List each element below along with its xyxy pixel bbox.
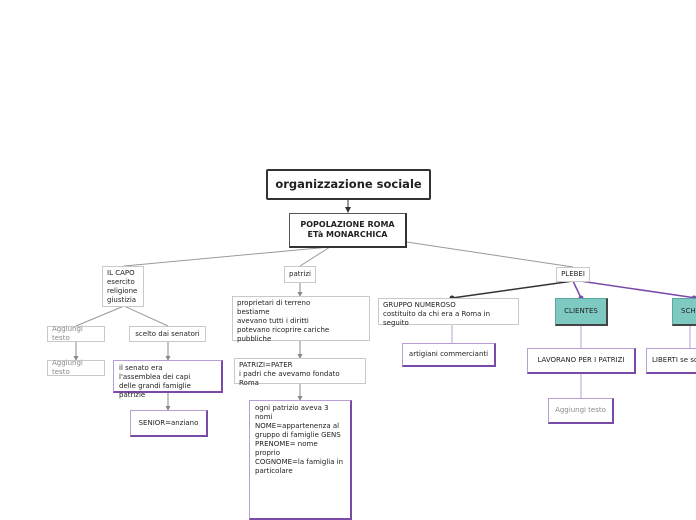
node-lavorano[interactable]: LAVORANO PER I PATRIZI: [527, 348, 636, 374]
node-patrizi-pater[interactable]: PATRIZI=PATER i padri che avevamo fondat…: [234, 358, 366, 387]
link-plebei-clientes: [572, 280, 582, 299]
root-topic[interactable]: organizzazione sociale: [266, 169, 431, 200]
node-plebei[interactable]: PLEBEI: [556, 267, 590, 282]
link-main-ilcapo: [123, 246, 331, 267]
node-il-senato[interactable]: il senato era l'assemblea dei capi delle…: [113, 360, 223, 399]
node-proprietari[interactable]: proprietari di terreno bestiame avevano …: [232, 296, 370, 343]
link-ilcapo-aggiungi: [75, 305, 125, 327]
link-main-plebei: [399, 240, 574, 268]
link-plebei-schiavi: [579, 280, 696, 299]
node-liberti[interactable]: LIBERTI se sch: [646, 348, 696, 374]
node-il-capo[interactable]: IL CAPO esercito religione giustizia: [102, 266, 144, 307]
node-aggiungi-testo-1[interactable]: Aggiungi testo: [47, 325, 105, 342]
link-main-patrizi: [299, 246, 331, 267]
node-aggiungi-testo-3[interactable]: Aggiungi testo: [548, 398, 614, 424]
node-schiavi[interactable]: SCHIAVI: [672, 298, 696, 326]
node-aggiungi-testo-2[interactable]: Aggiungi testo: [47, 359, 105, 376]
node-artigiani[interactable]: artigiani commercianti: [402, 343, 496, 367]
link-plebei-gruppo: [451, 280, 574, 299]
node-clientes[interactable]: CLIENTES: [555, 298, 608, 326]
main-topic[interactable]: POPOLAZIONE ROMA ETà MONARCHICA: [289, 213, 407, 248]
node-gruppo-numeroso[interactable]: GRUPPO NUMEROSO costituito da chi era a …: [378, 298, 519, 327]
node-scelto-dai-senatori[interactable]: scelto dai senatori: [129, 326, 206, 342]
link-ilcapo-scelto: [123, 305, 169, 327]
node-ogni-patrizio[interactable]: ogni patrizio aveva 3 nomi NOME=apparten…: [249, 400, 352, 520]
node-patrizi[interactable]: patrizi: [284, 266, 316, 283]
node-senior[interactable]: SENIOR=anziano: [130, 410, 208, 437]
